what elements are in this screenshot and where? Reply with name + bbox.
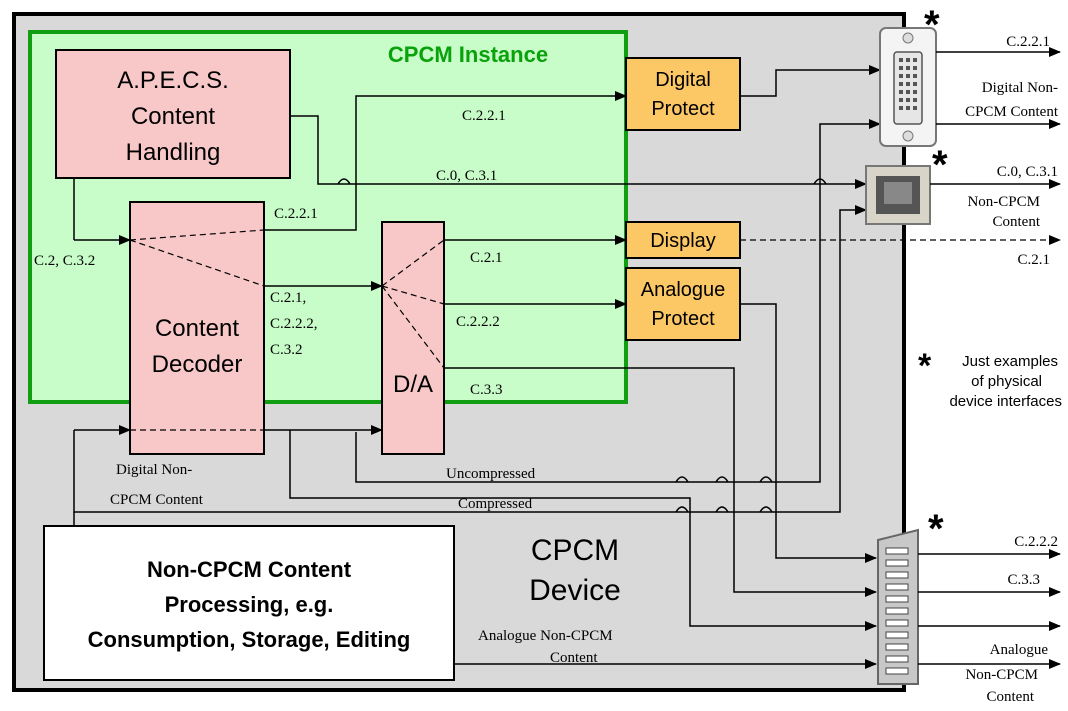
scart-asterisk: * — [928, 507, 944, 551]
svg-text:Digital Non-: Digital Non- — [982, 80, 1058, 96]
dashed-routing — [129, 229, 1061, 431]
content-decoder-block: Content Decoder — [129, 201, 265, 455]
svg-text:C.2.1: C.2.1 — [1017, 252, 1050, 268]
device-label-line2: Device — [529, 574, 621, 607]
svg-text:Handling: Handling — [126, 139, 221, 166]
digital-protect-block: Digital Protect — [625, 57, 741, 131]
svg-text:C.2.2.2: C.2.2.2 — [1014, 534, 1058, 550]
svg-text:C.2.1: C.2.1 — [470, 250, 503, 266]
svg-text:Decoder: Decoder — [152, 351, 243, 378]
analogue-protect-block: Analogue Protect — [625, 267, 741, 341]
svg-text:*: * — [918, 347, 932, 385]
svg-text:C.2, C.3.2: C.2, C.3.2 — [34, 253, 95, 269]
svg-text:Digital: Digital — [655, 69, 711, 91]
svg-text:Non-CPCM: Non-CPCM — [965, 667, 1038, 683]
svg-text:C.3.2: C.3.2 — [270, 342, 303, 358]
dvi-asterisk: * — [924, 3, 940, 47]
output-labels: C.2.2.1 Digital Non- CPCM Content C.0, C… — [965, 34, 1059, 705]
svg-text:CPCM Content: CPCM Content — [965, 104, 1059, 120]
svg-text:Digital Non-: Digital Non- — [116, 462, 192, 478]
svg-text:Non-CPCM Content: Non-CPCM Content — [147, 557, 352, 582]
svg-text:C.2.2.1: C.2.2.1 — [274, 206, 318, 222]
svg-text:C.2.2.1: C.2.2.1 — [1006, 34, 1050, 50]
connection-lines — [73, 65, 881, 669]
svg-text:C.0, C.3.1: C.0, C.3.1 — [997, 164, 1058, 180]
da-block: D/A — [381, 221, 445, 455]
output-arrows — [918, 47, 1061, 669]
interfaces-note: * Just examples of physical device inter… — [918, 347, 1062, 410]
svg-text:Content: Content — [993, 214, 1041, 230]
svg-text:C.2.1,: C.2.1, — [270, 290, 306, 306]
svg-text:Non-CPCM: Non-CPCM — [967, 194, 1040, 210]
internal-labels: C.2.2.1 C.0, C.3.1 C.2.2.1 C.2, C.3.2 C.… — [34, 108, 613, 666]
svg-text:Protect: Protect — [651, 98, 715, 120]
svg-text:CPCM Content: CPCM Content — [110, 492, 204, 508]
svg-text:Content: Content — [155, 315, 239, 342]
dvi-connector-icon — [879, 27, 937, 147]
rj45-asterisk: * — [932, 143, 948, 187]
noncpcm-processing-block: Non-CPCM Content Processing, e.g. Consum… — [43, 525, 455, 681]
apecs-block: A.P.E.C.S. Content Handling — [55, 49, 291, 179]
svg-text:Content: Content — [987, 689, 1035, 705]
svg-text:of physical: of physical — [971, 373, 1042, 390]
svg-text:C.3.3: C.3.3 — [1007, 572, 1040, 588]
svg-text:C.3.3: C.3.3 — [470, 382, 503, 398]
svg-text:C.0, C.3.1: C.0, C.3.1 — [436, 168, 497, 184]
svg-text:Content: Content — [550, 650, 598, 666]
svg-text:Analogue Non-CPCM: Analogue Non-CPCM — [478, 628, 613, 644]
svg-text:C.2.2.2: C.2.2.2 — [456, 314, 500, 330]
svg-text:Consumption, Storage, Editing: Consumption, Storage, Editing — [88, 627, 411, 652]
rj45-connector-icon — [865, 165, 931, 225]
svg-text:C.2.2.1: C.2.2.1 — [462, 108, 506, 124]
svg-text:Protect: Protect — [651, 308, 715, 330]
svg-text:Display: Display — [650, 230, 716, 252]
svg-text:A.P.E.C.S.: A.P.E.C.S. — [117, 67, 229, 94]
svg-text:Compressed: Compressed — [458, 496, 533, 512]
svg-text:D/A: D/A — [393, 371, 433, 398]
cpcm-instance-title: CPCM Instance — [388, 42, 548, 67]
display-block: Display — [625, 221, 741, 259]
svg-text:device interfaces: device interfaces — [949, 393, 1062, 410]
scart-connector-icon — [877, 528, 919, 685]
device-label-line1: CPCM — [531, 534, 619, 567]
svg-text:C.2.2.2,: C.2.2.2, — [270, 316, 318, 332]
svg-text:Content: Content — [131, 103, 215, 130]
svg-text:Just examples: Just examples — [962, 353, 1058, 370]
svg-text:Analogue: Analogue — [990, 642, 1049, 658]
line-crossings — [337, 178, 827, 513]
svg-text:Analogue: Analogue — [641, 279, 726, 301]
svg-text:Processing, e.g.: Processing, e.g. — [165, 592, 334, 617]
svg-text:Uncompressed: Uncompressed — [446, 466, 536, 482]
